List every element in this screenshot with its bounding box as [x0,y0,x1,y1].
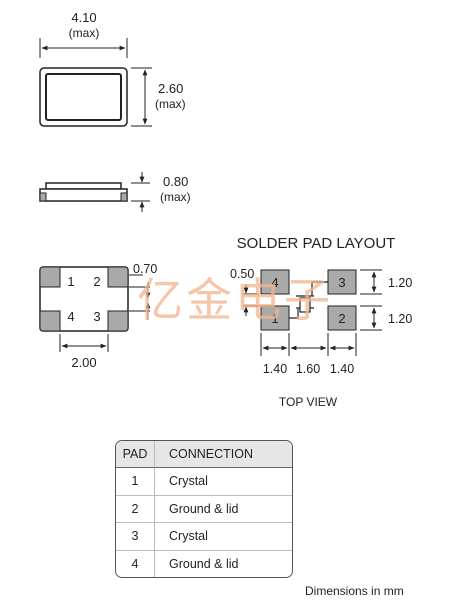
row-connection: Crystal [155,523,292,551]
side-body [39,188,128,202]
watermark-text: 亿金电子 [137,273,333,327]
units-note: Dimensions in mm [305,584,404,598]
bottom-label-2: 2 [93,274,100,289]
row-connection: Ground & lid [155,496,292,523]
row-connection: Ground & lid [169,556,239,571]
solder-label-2: 2 [338,311,345,326]
pad-gap-dimension: 0.50 [230,267,254,281]
pad-center-gap: 1.60 [296,362,320,376]
solder-label-3: 3 [338,275,345,290]
bottom-pad-1 [39,266,61,288]
row-pad: 3 [116,523,155,551]
solder-pad-layout: SOLDER PAD LAYOUT 4 3 1 2 0.50 1.20 1. [230,235,412,409]
length-max-note: (max) [69,26,100,40]
row-pad: 4 [116,550,155,577]
row-pad: 2 [116,495,155,523]
height-dimension: 0.80 [163,174,188,189]
pitch-dimension: 2.00 [71,355,96,370]
table-header-row: PAD CONNECTION [116,441,292,468]
solder-pad-3 [327,269,357,295]
row-connection: Crystal [155,468,292,496]
table-row: 2 Ground & lid [116,495,292,523]
solder-pad-4 [260,269,290,295]
top-outline-view: 4.10 (max) 2.60 (max) [39,10,186,127]
width-max-note: (max) [155,97,186,111]
bottom-label-3: 3 [93,309,100,324]
bottom-pad-2 [107,266,129,288]
header-pad: PAD [116,441,155,468]
bottom-pad-3 [107,310,129,332]
solder-pad-2 [327,305,357,331]
bottom-label-1: 1 [67,274,74,289]
bottom-label-4: 4 [67,309,74,324]
table-row: 3 Crystal [116,523,292,551]
bottom-body [39,266,129,332]
solder-pad-1 [260,305,290,331]
pad-height-top: 1.20 [388,276,412,290]
length-dimension: 4.10 [71,10,96,25]
corner-dimension: 0.70 [133,262,157,276]
pad-connection-table: PAD CONNECTION 1 Crystal 2 Ground & lid … [115,440,293,578]
table-row: 4 Ground & lid [116,550,292,577]
bottom-pad-4 [39,310,61,332]
top-view-label: TOP VIEW [279,395,338,409]
bottom-view: 1 2 4 3 0.70 2.00 [39,262,157,370]
table-row: 1 Crystal [116,468,292,496]
header-connection: CONNECTION [155,441,292,468]
side-terminal-left [39,192,47,202]
pad-width-left: 1.40 [263,362,287,376]
side-terminal-right [120,192,128,202]
width-dimension: 2.60 [158,81,183,96]
pad-width-right: 1.40 [330,362,354,376]
height-max-note: (max) [160,190,191,204]
side-lid [45,182,122,190]
pad-height-bottom: 1.20 [388,312,412,326]
package-lid [45,73,122,121]
row-pad: 1 [116,468,155,496]
crystal-symbol [289,281,328,319]
solder-pad-title: SOLDER PAD LAYOUT [237,235,396,252]
solder-label-1: 1 [271,311,278,326]
solder-label-4: 4 [271,275,278,290]
side-view: 0.80 (max) [39,172,191,212]
